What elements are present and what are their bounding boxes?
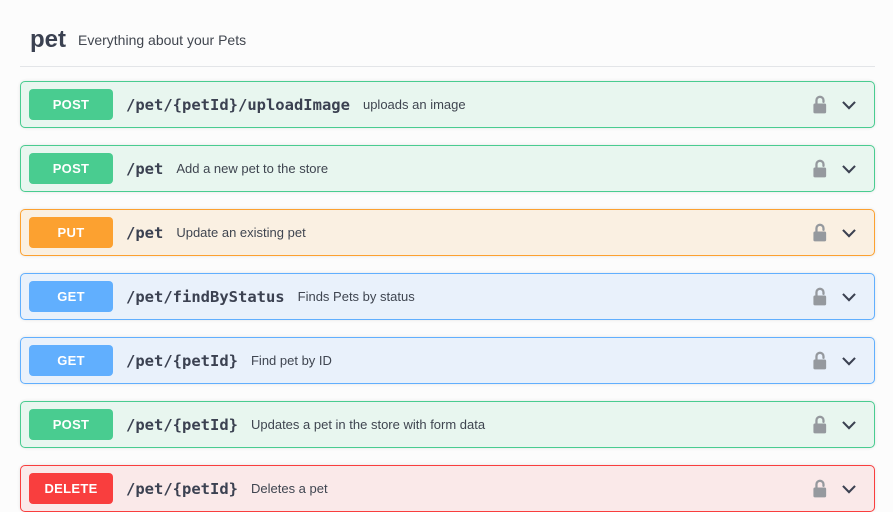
operation-summary[interactable]: GET /pet/findByStatus Finds Pets by stat… — [21, 274, 874, 319]
chevron-down-icon[interactable] — [838, 158, 860, 180]
operation-summary[interactable]: DELETE /pet/{petId} Deletes a pet — [21, 466, 874, 511]
operation-get-petbyid: GET /pet/{petId} Find pet by ID — [20, 337, 875, 384]
operation-controls — [810, 222, 860, 244]
operation-path: /pet/{petId}/uploadImage — [126, 95, 350, 114]
operation-path: /pet — [126, 159, 164, 178]
chevron-down-icon[interactable] — [838, 478, 860, 500]
operation-description: uploads an image — [362, 97, 466, 112]
operation-description: Update an existing pet — [176, 225, 306, 240]
method-badge: GET — [29, 281, 113, 312]
operation-path: /pet/{petId} — [126, 351, 238, 370]
unlock-icon[interactable] — [810, 286, 829, 307]
operation-summary[interactable]: GET /pet/{petId} Find pet by ID — [21, 338, 874, 383]
operation-controls — [810, 478, 860, 500]
operation-summary[interactable]: PUT /pet Update an existing pet — [21, 210, 874, 255]
operation-controls — [810, 414, 860, 436]
section-description: Everything about your Pets — [78, 32, 247, 48]
operation-controls — [810, 286, 860, 308]
chevron-down-icon[interactable] — [838, 222, 860, 244]
operation-description: Finds Pets by status — [297, 289, 415, 304]
chevron-down-icon[interactable] — [838, 94, 860, 116]
tag-pet-header[interactable]: pet Everything about your Pets — [20, 26, 875, 67]
operation-controls — [810, 94, 860, 116]
operation-summary[interactable]: POST /pet Add a new pet to the store — [21, 146, 874, 191]
chevron-down-icon[interactable] — [838, 414, 860, 436]
operation-delete-pet: DELETE /pet/{petId} Deletes a pet — [20, 465, 875, 512]
method-badge: POST — [29, 153, 113, 184]
unlock-icon[interactable] — [810, 478, 829, 499]
method-badge: PUT — [29, 217, 113, 248]
operations-list: POST /pet/{petId}/uploadImage uploads an… — [20, 67, 875, 512]
unlock-icon[interactable] — [810, 158, 829, 179]
unlock-icon[interactable] — [810, 350, 829, 371]
method-badge: GET — [29, 345, 113, 376]
operation-controls — [810, 350, 860, 372]
unlock-icon[interactable] — [810, 414, 829, 435]
operation-controls — [810, 158, 860, 180]
operation-description: Add a new pet to the store — [176, 161, 329, 176]
operation-post-pet: POST /pet Add a new pet to the store — [20, 145, 875, 192]
unlock-icon[interactable] — [810, 222, 829, 243]
operation-path: /pet/findByStatus — [126, 287, 285, 306]
chevron-down-icon[interactable] — [838, 286, 860, 308]
operation-description: Updates a pet in the store with form dat… — [250, 417, 486, 432]
chevron-down-icon[interactable] — [838, 350, 860, 372]
operation-path: /pet/{petId} — [126, 415, 238, 434]
operation-get-findbystatus: GET /pet/findByStatus Finds Pets by stat… — [20, 273, 875, 320]
operation-path: /pet/{petId} — [126, 479, 238, 498]
operation-path: /pet — [126, 223, 164, 242]
unlock-icon[interactable] — [810, 94, 829, 115]
section-title: pet — [30, 26, 66, 53]
method-badge: POST — [29, 409, 113, 440]
operation-put-pet: PUT /pet Update an existing pet — [20, 209, 875, 256]
operation-summary[interactable]: POST /pet/{petId} Updates a pet in the s… — [21, 402, 874, 447]
operation-description: Find pet by ID — [250, 353, 332, 368]
method-badge: POST — [29, 89, 113, 120]
operation-post-petid-formdata: POST /pet/{petId} Updates a pet in the s… — [20, 401, 875, 448]
operation-summary[interactable]: POST /pet/{petId}/uploadImage uploads an… — [21, 82, 874, 127]
operation-post-uploadimage: POST /pet/{petId}/uploadImage uploads an… — [20, 81, 875, 128]
operation-description: Deletes a pet — [250, 481, 328, 496]
method-badge: DELETE — [29, 473, 113, 504]
